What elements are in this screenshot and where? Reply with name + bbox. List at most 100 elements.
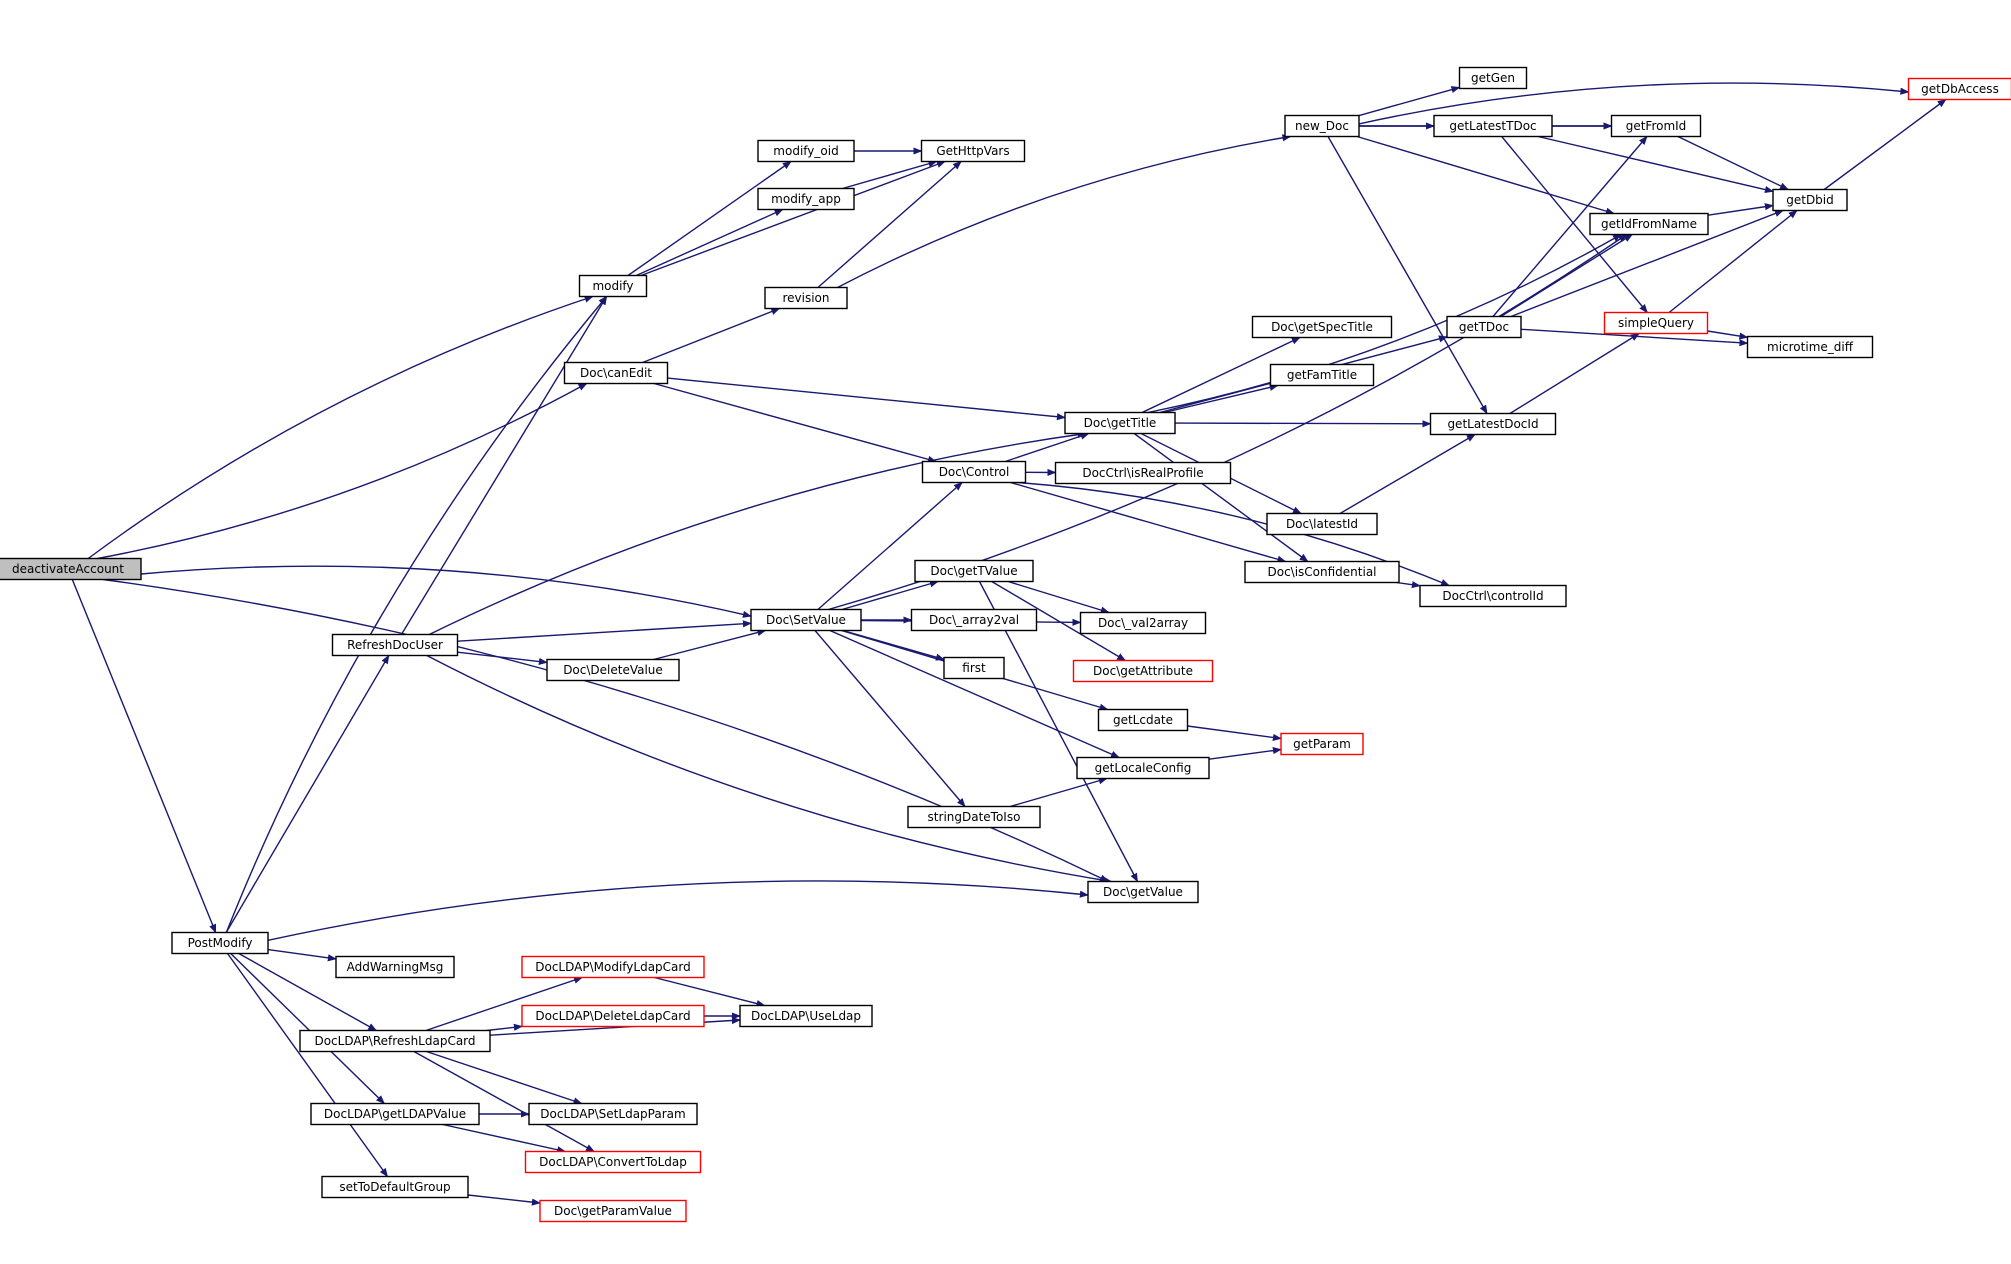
node-label: Doc\latestId: [1286, 517, 1358, 531]
node-getidfromname[interactable]: getIdFromName: [1589, 212, 1709, 236]
node-label: microtime_diff: [1767, 340, 1854, 354]
edges-layer: [71, 82, 1947, 1206]
node-modify-oid[interactable]: modify_oid: [757, 139, 855, 163]
node-first[interactable]: first: [943, 656, 1005, 680]
node-label: modify: [592, 279, 633, 293]
node-box: [1054, 461, 1232, 485]
node-label: PostModify: [188, 936, 253, 950]
edge-getdbid-to-getdbaccess: [1823, 98, 1947, 191]
node-doc-canedit[interactable]: Doc\canEdit: [563, 361, 669, 385]
node-box: [521, 1004, 705, 1028]
node-getfromid[interactable]: getFromId: [1610, 114, 1702, 138]
node-box: [1458, 66, 1528, 90]
edge-docldap-refreshldapcard-to-docldap-modifyldapcard: [425, 976, 583, 1032]
node-box: [1772, 188, 1848, 212]
node-doc-val2array[interactable]: Doc\_val2array: [1079, 611, 1207, 635]
node-addwarningmsg[interactable]: AddWarningMsg: [335, 955, 455, 979]
edge-docldap-getldapvalue-to-docldap-converttoldap: [442, 1123, 567, 1154]
node-docldap-converttoldap[interactable]: DocLDAP\ConvertToLdap: [524, 1150, 702, 1174]
node-doc-control[interactable]: Doc\Control: [921, 460, 1027, 484]
node-settodefaultgroup[interactable]: setToDefaultGroup: [321, 1175, 469, 1199]
node-label: AddWarningMsg: [347, 960, 444, 974]
edge-doc-gettitle-to-getlatestdocid: [1174, 420, 1432, 428]
node-box: [539, 1199, 687, 1223]
edge-doc-latestid-to-getlatestdocid: [1339, 433, 1476, 515]
node-doc-gettitle[interactable]: Doc\getTitle: [1064, 411, 1176, 435]
node-box: [1419, 584, 1567, 608]
node-label: DocLDAP\SetLdapParam: [540, 1107, 685, 1121]
node-getlatestdocid[interactable]: getLatestDocId: [1429, 412, 1557, 436]
node-modify-app[interactable]: modify_app: [757, 187, 855, 211]
edge-refreshdocuser-to-modify: [400, 295, 608, 635]
node-getdbid[interactable]: getDbid: [1772, 188, 1848, 212]
node-docldap-modifyldapcard[interactable]: DocLDAP\ModifyLdapCard: [521, 955, 705, 979]
node-label: Doc\Control: [939, 465, 1010, 479]
node-label: DocLDAP\UseLdap: [751, 1009, 861, 1023]
edge-refreshdocuser-to-doc-gettitle: [428, 431, 1087, 636]
node-revision[interactable]: revision: [764, 286, 848, 310]
node-label: Doc\SetValue: [766, 613, 846, 627]
node-box: [1251, 315, 1393, 339]
node-label: getFromId: [1626, 119, 1687, 133]
node-label: simpleQuery: [1618, 316, 1694, 330]
node-docldap-refreshldapcard[interactable]: DocLDAP\RefreshLdapCard: [299, 1029, 491, 1053]
node-box: [1087, 880, 1199, 904]
node-box: [750, 608, 862, 632]
edge-docldap-refreshldapcard-to-docldap-setldapparam: [426, 1050, 583, 1105]
node-doc-getvalue[interactable]: Doc\getValue: [1087, 880, 1199, 904]
node-doc-gettvalue[interactable]: Doc\getTValue: [914, 559, 1034, 583]
node-box: [910, 608, 1038, 632]
node-doc-getattribute[interactable]: Doc\getAttribute: [1072, 659, 1214, 683]
node-getdbaccess[interactable]: getDbAccess: [1907, 77, 2011, 101]
node-doc-setvalue[interactable]: Doc\SetValue: [750, 608, 862, 632]
node-doc-deletevalue[interactable]: Doc\DeleteValue: [546, 658, 680, 682]
node-label: Doc\getSpecTitle: [1271, 320, 1373, 334]
node-label: DocLDAP\ModifyLdapCard: [535, 960, 691, 974]
node-box: [1097, 708, 1189, 732]
node-doc-getparamvalue[interactable]: Doc\getParamValue: [539, 1199, 687, 1223]
node-doc-array2val[interactable]: Doc\_array2val: [910, 608, 1038, 632]
node-refreshdocuser[interactable]: RefreshDocUser: [331, 633, 459, 657]
edge-getfromid-to-getdbid: [1677, 135, 1789, 191]
node-label: Doc\canEdit: [580, 366, 652, 380]
edge-docldap-modifyldapcard-to-docldap-useldap: [654, 976, 766, 1007]
node-microtime-diff[interactable]: microtime_diff: [1746, 335, 1874, 359]
node-postmodify[interactable]: PostModify: [171, 931, 269, 955]
node-box: [321, 1175, 469, 1199]
node-docctrl-isrealprofile[interactable]: DocCtrl\isRealProfile: [1054, 461, 1232, 485]
node-modify[interactable]: modify: [578, 274, 648, 298]
node-getgen[interactable]: getGen: [1458, 66, 1528, 90]
node-doc-isconfidential[interactable]: Doc\isConfidential: [1244, 560, 1400, 584]
node-stringdatetoiso[interactable]: stringDateToIso: [907, 805, 1041, 829]
edge-doc-canedit-to-doc-control: [653, 382, 937, 463]
node-box: [171, 931, 269, 955]
node-getlocaleconfig[interactable]: getLocaleConfig: [1076, 756, 1210, 780]
node-gettdoc[interactable]: getTDoc: [1446, 315, 1522, 339]
node-getparam[interactable]: getParam: [1280, 732, 1364, 756]
edge-postmodify-to-docldap-refreshldapcard: [238, 952, 378, 1032]
node-deactivateaccount[interactable]: deactivateAccount: [0, 557, 142, 581]
node-box: [1280, 732, 1364, 756]
node-docldap-useldap[interactable]: DocLDAP\UseLdap: [739, 1004, 873, 1028]
node-gethttpvars[interactable]: GetHttpVars: [920, 139, 1026, 163]
node-label: getGen: [1471, 71, 1515, 85]
edge-stringdatetoiso-to-getlocaleconfig: [1010, 777, 1108, 808]
node-doc-getspectitle[interactable]: Doc\getSpecTitle: [1251, 315, 1393, 339]
node-docctrl-controlid[interactable]: DocCtrl\controlId: [1419, 584, 1567, 608]
node-box: [1284, 114, 1360, 138]
node-docldap-setldapparam[interactable]: DocLDAP\SetLdapParam: [528, 1102, 698, 1126]
node-docldap-deleteldapcard[interactable]: DocLDAP\DeleteLdapCard: [521, 1004, 705, 1028]
node-simplequery[interactable]: simpleQuery: [1603, 311, 1709, 335]
node-docldap-getldapvalue[interactable]: DocLDAP\getLDAPValue: [310, 1102, 480, 1126]
node-doc-latestid[interactable]: Doc\latestId: [1266, 512, 1378, 536]
edge-postmodify-to-doc-getvalue: [267, 880, 1089, 941]
edge-deactivateaccount-to-doc-canedit: [97, 382, 588, 560]
node-getfamtitle[interactable]: getFamTitle: [1269, 363, 1375, 387]
edge-gettdoc-to-getidfromname: [1500, 233, 1633, 318]
node-label: getLcdate: [1113, 713, 1173, 727]
node-new-doc[interactable]: new_Doc: [1284, 114, 1360, 138]
node-getlatesttdoc[interactable]: getLatestTDoc: [1433, 114, 1553, 138]
edge-doc-control-to-doc-isconfidential: [1010, 481, 1287, 563]
node-getlcdate[interactable]: getLcdate: [1097, 708, 1189, 732]
node-label: modify_oid: [773, 144, 838, 158]
